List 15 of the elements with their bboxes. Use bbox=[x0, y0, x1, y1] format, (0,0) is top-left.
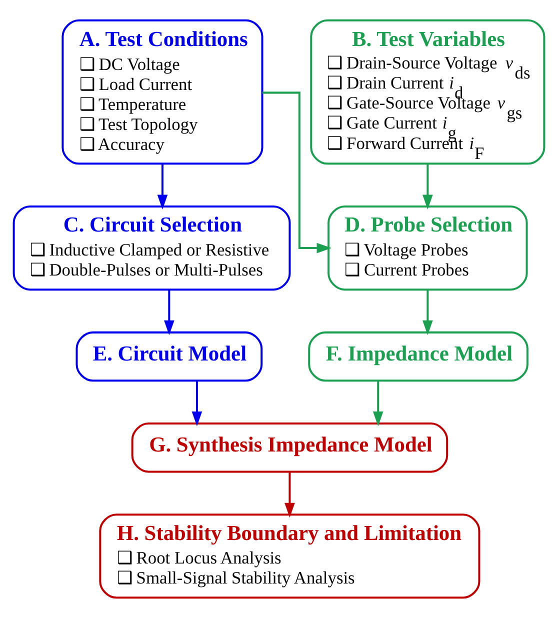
node-box: D. Probe Selection ❑ Voltage Probes ❑ Current Probes bbox=[328, 205, 528, 290]
arrow bbox=[262, 91, 332, 253]
arrow bbox=[192, 380, 202, 426]
arrow bbox=[284, 472, 295, 518]
node-box: C. Circuit Selection ❑ Inductive Clamped or Resistive ❑ Double-Pulses or Multi-Pulses bbox=[12, 205, 291, 290]
arrow bbox=[157, 164, 168, 210]
arrow bbox=[422, 164, 433, 210]
node-box: H. Stability Boundary and Limitation ❑ Root Locus Analysis ❑ Small-Signal Stability Analysis bbox=[99, 513, 480, 598]
node-box: G. Synthesis Impedance Model bbox=[131, 422, 448, 472]
node-box: F. Impedance Model bbox=[308, 330, 528, 382]
arrow bbox=[372, 380, 384, 426]
node-box: E. Circuit Model bbox=[76, 330, 263, 382]
arrow bbox=[164, 289, 174, 335]
node-box: A. Test Conditions ❑ DC Voltage ❑ Load Current ❑ Temperature ❑ Test Topology ❑ Accuracy bbox=[62, 18, 264, 164]
arrow bbox=[422, 289, 433, 335]
